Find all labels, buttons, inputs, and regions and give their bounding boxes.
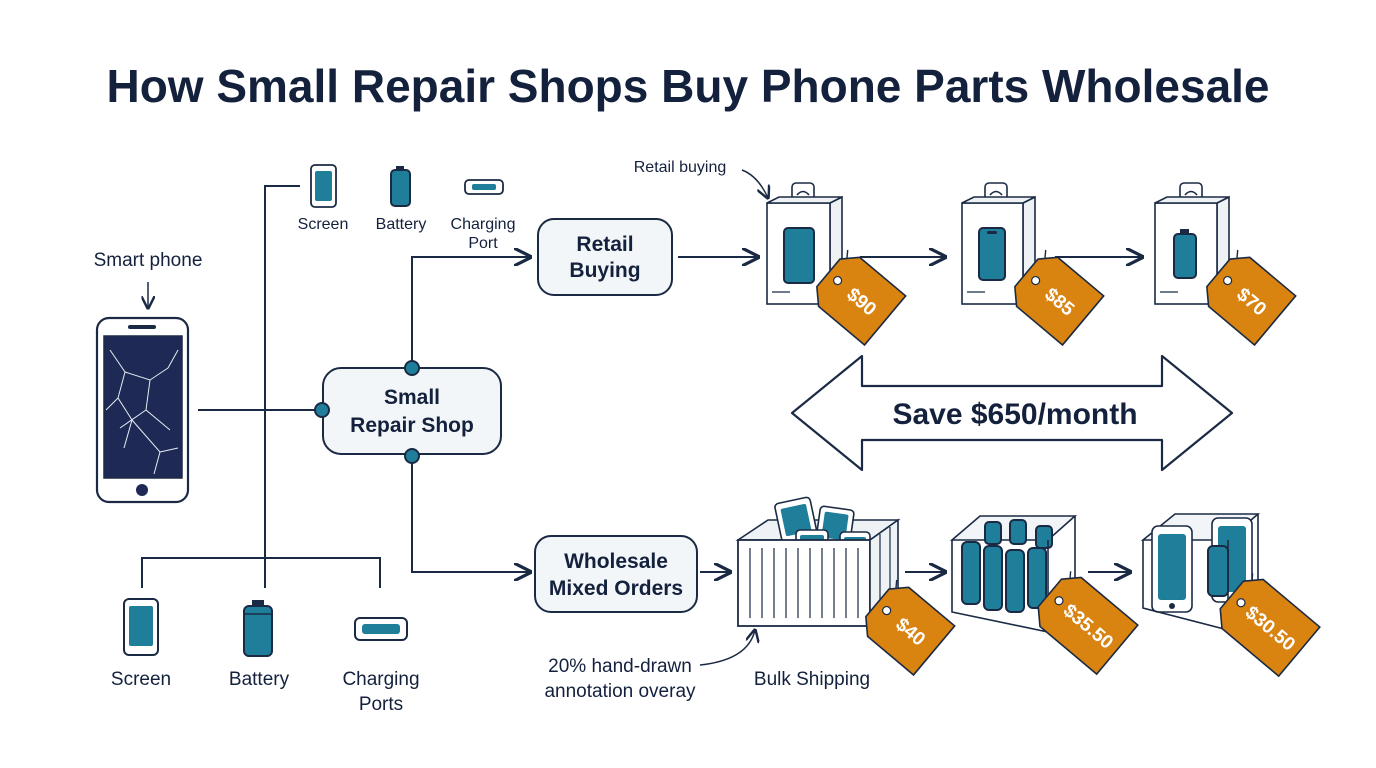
top-charging-port-label-line1: Charging	[451, 216, 516, 233]
top-screen-label: Screen	[298, 216, 349, 233]
bottom-screen-icon	[123, 598, 159, 656]
wholesale-line2: Mixed Orders	[549, 577, 683, 600]
retail-price-tag-2: $85	[1014, 249, 1105, 347]
shop-to-wholesale-arrow	[411, 456, 530, 572]
top-charging-port-icon	[464, 179, 504, 195]
page-title: How Small Repair Shops Buy Phone Parts W…	[106, 60, 1269, 112]
retail-buying-node: Retail Buying	[537, 218, 673, 296]
bulk-shipping-label: Bulk Shipping	[754, 669, 870, 690]
small-repair-shop-line2: Repair Shop	[350, 414, 474, 437]
bottom-screen-label: Screen	[111, 669, 171, 690]
shop-top-connector-dot	[404, 360, 420, 376]
smartphone-icon	[95, 316, 190, 504]
shop-bottom-connector-dot	[404, 448, 420, 464]
wholesale-price-tag-1: $40	[865, 579, 956, 677]
bottom-battery-icon	[243, 600, 273, 657]
overlay-annotation-line2: annotation overay	[544, 681, 696, 702]
retail-price-tag-3: $70	[1206, 249, 1297, 347]
shop-to-retail-arrow	[411, 257, 530, 368]
retail-buying-line1: Retail	[576, 233, 633, 256]
bottom-battery-label: Battery	[229, 669, 290, 690]
shop-left-connector-dot	[314, 402, 330, 418]
bulk-battery-box-icon	[949, 515, 1078, 633]
small-repair-shop-node: Small Repair Shop	[322, 367, 502, 455]
bulk-crate-icon	[735, 496, 901, 628]
wholesale-price-tag-2: $35.50	[1037, 571, 1139, 676]
top-battery-icon	[390, 166, 411, 207]
smartphone-label: Smart phone	[94, 250, 203, 271]
small-repair-shop-line1: Small	[384, 386, 440, 409]
overlay-annotation-line1: 20% hand-drawn	[548, 656, 692, 677]
bottom-charging-port-icon	[354, 617, 408, 641]
overlay-annotation-arrow	[699, 630, 755, 666]
wholesale-line1: Wholesale	[564, 550, 668, 573]
retail-price-tag-1: $90	[816, 249, 907, 347]
bottom-parts-connector	[141, 557, 381, 588]
top-parts-connector	[264, 185, 300, 588]
bottom-charging-ports-label-line1: Charging	[342, 669, 419, 690]
wholesale-mixed-orders-node: Wholesale Mixed Orders	[534, 535, 698, 613]
top-screen-icon	[310, 164, 337, 208]
savings-double-arrow: Save $650/month	[790, 354, 1234, 472]
savings-label: Save $650/month	[892, 398, 1137, 431]
retail-buying-line2: Buying	[569, 259, 640, 282]
bottom-charging-ports-label-line2: Ports	[359, 694, 403, 715]
connector-lines	[141, 169, 1142, 666]
top-charging-port-label-line2: Port	[468, 235, 498, 252]
wholesale-price-tag-3: $30.50	[1219, 573, 1321, 678]
retail-annotation-arrow	[741, 169, 768, 198]
retail-buying-annotation: Retail buying	[634, 159, 727, 176]
retail-box-phone-icon	[961, 182, 1036, 306]
top-battery-label: Battery	[376, 216, 427, 233]
